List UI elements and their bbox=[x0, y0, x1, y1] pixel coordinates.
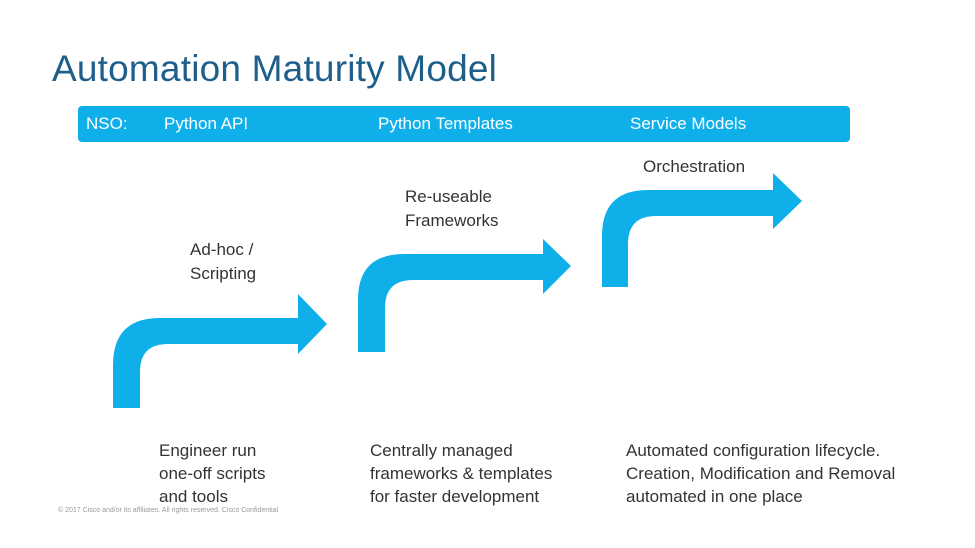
stage-label-reusable: Re-useable Frameworks bbox=[405, 187, 499, 230]
stage-label-ad-hoc: Ad-hoc / Scripting bbox=[190, 240, 257, 283]
stage-description-ad-hoc: Engineer run one-off scripts and tools bbox=[159, 441, 266, 506]
nso-item-python-api: Python API bbox=[164, 114, 249, 133]
copyright-footer: © 2017 Cisco and/or its affiliates. All … bbox=[58, 507, 279, 514]
stage-description-reusable: Centrally managed frameworks & templates… bbox=[370, 441, 553, 506]
bent-arrow-icon-stage-3 bbox=[602, 173, 802, 287]
nso-item-python-templates: Python Templates bbox=[378, 114, 513, 133]
slide-title: Automation Maturity Model bbox=[52, 48, 498, 89]
stage-description-orchestration: Automated configuration lifecycle. Creat… bbox=[626, 441, 896, 506]
nso-prefix: NSO: bbox=[86, 114, 128, 133]
stage-label-orchestration: Orchestration bbox=[643, 157, 746, 176]
nso-item-service-models: Service Models bbox=[630, 114, 747, 133]
nso-bar: NSO: Python API Python Templates Service… bbox=[78, 106, 850, 142]
bent-arrow-icon-stage-2 bbox=[358, 239, 571, 352]
bent-arrow-icon-stage-1 bbox=[113, 294, 327, 408]
